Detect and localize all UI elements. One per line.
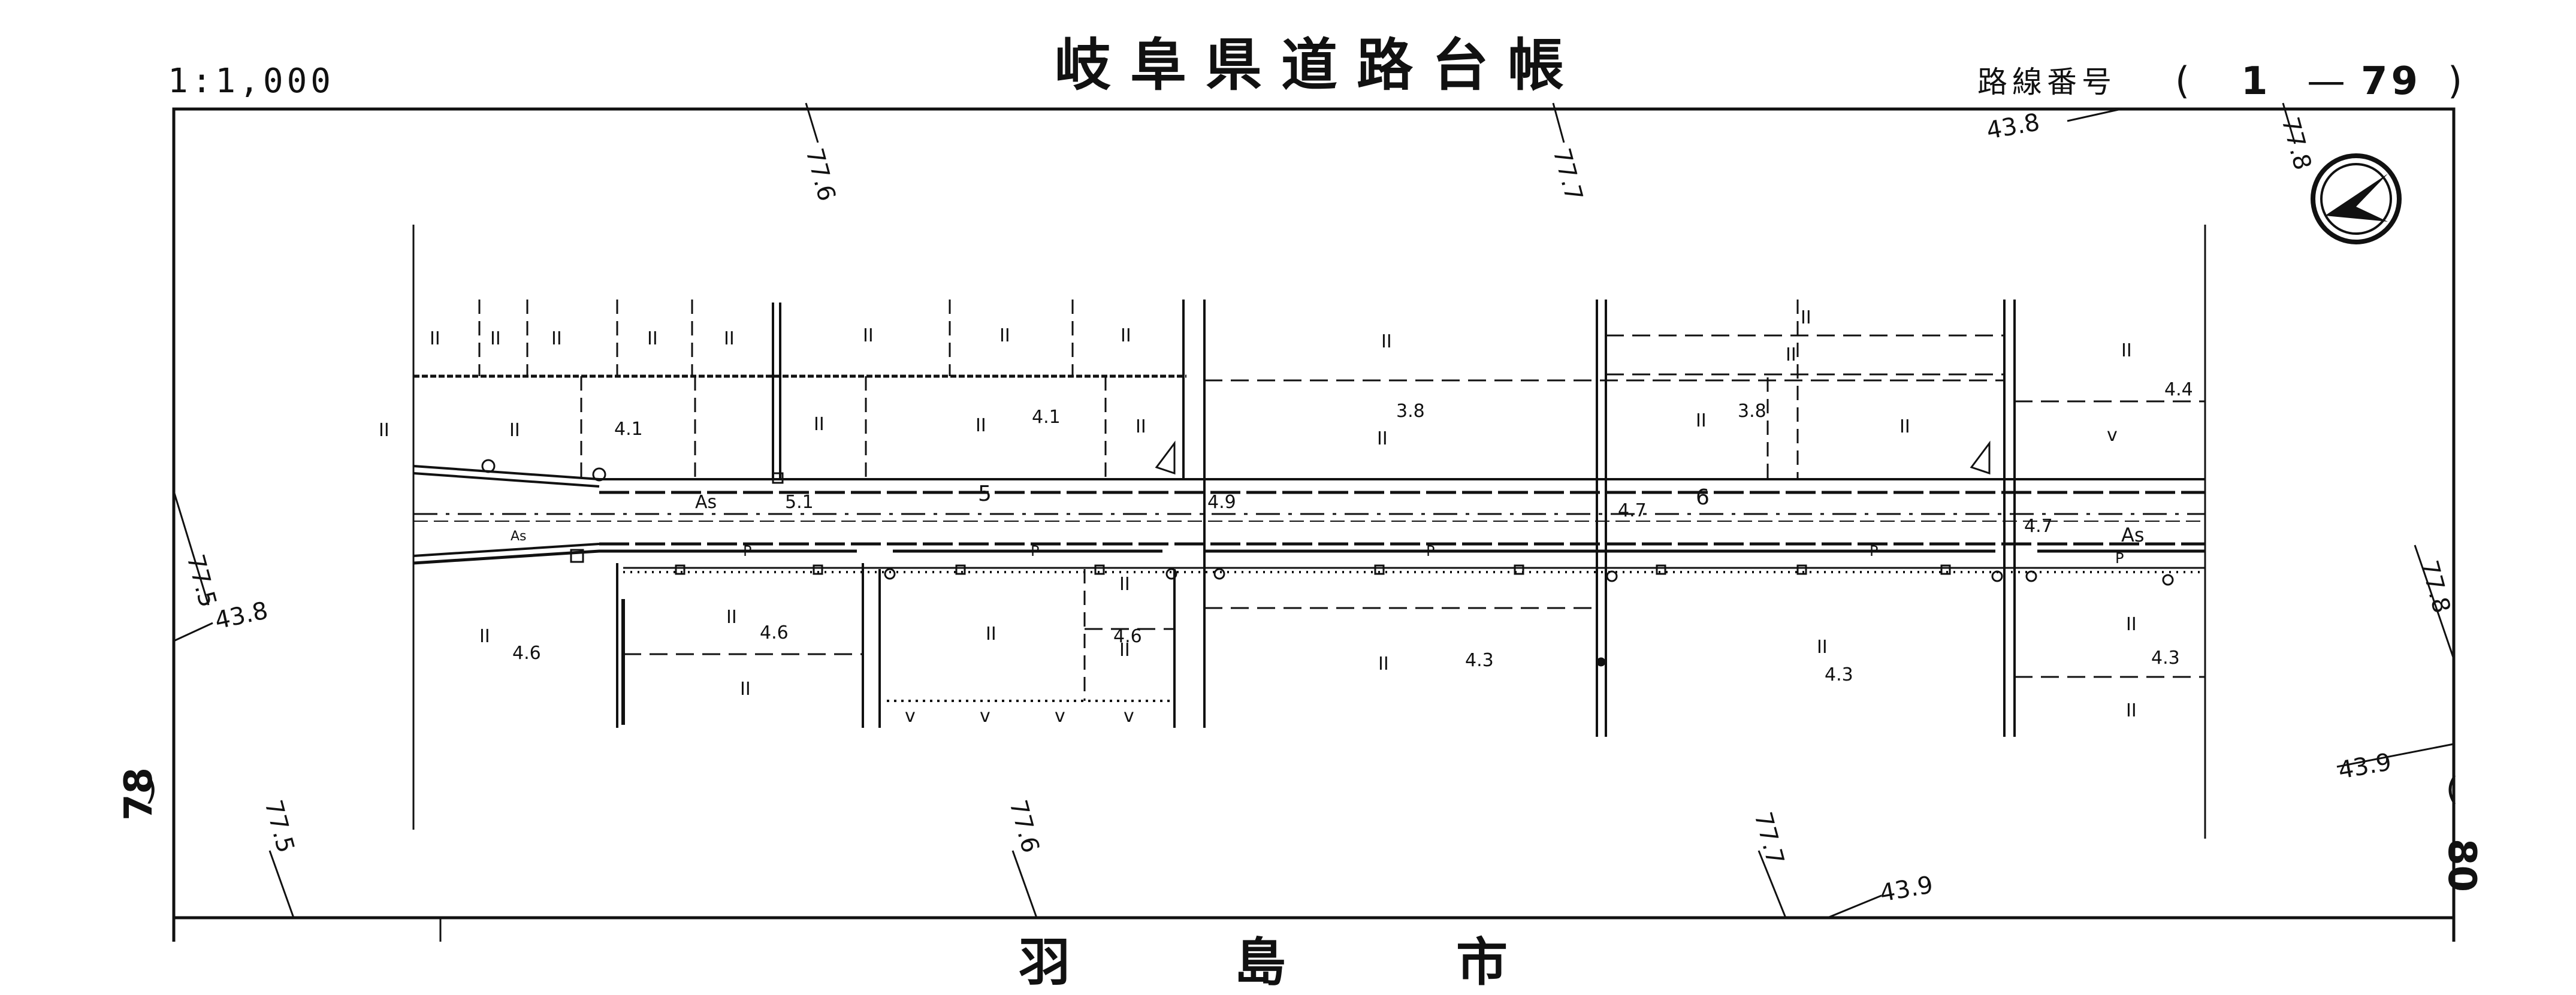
road bbox=[413, 465, 2205, 573]
paddy-symbol: II bbox=[379, 420, 389, 441]
grid-label-77-8-top: 77.8 bbox=[2276, 114, 2316, 173]
paddy-symbol: II bbox=[479, 626, 490, 647]
grid-labels: 77.6 77.7 77.8 43.8 77.5 43.8 77.8 43.9 … bbox=[181, 108, 2455, 908]
paddy-symbol: II bbox=[1378, 654, 1389, 675]
paddy-symbol: II bbox=[1119, 640, 1130, 661]
paddy-symbol: II bbox=[814, 414, 825, 435]
paddy-symbol: II bbox=[1786, 344, 1796, 365]
route-paren-close: ) bbox=[2448, 59, 2463, 102]
field-symbol: v bbox=[1124, 706, 1134, 727]
pole-p-2: P bbox=[1031, 543, 1039, 560]
grid-lines bbox=[173, 102, 2455, 919]
map-scale: 1:1,000 bbox=[168, 62, 335, 101]
elevation-3-8-b: 3.8 bbox=[1738, 401, 1766, 422]
road-edge-north-2 bbox=[413, 472, 600, 488]
grid-label-77-5-bottom: 77.5 bbox=[259, 797, 299, 856]
paddy-symbol: II bbox=[647, 328, 658, 349]
elevation-labels: 4.1 4.1 3.8 3.8 4.4 4.6 4.6 4.6 4.3 4.3 … bbox=[512, 379, 2193, 685]
pavement-as-1: As bbox=[695, 492, 717, 513]
paddy-symbol: II bbox=[1801, 307, 1811, 328]
grid-label-77-7-top: 77.7 bbox=[1547, 146, 1587, 204]
field-symbol: v bbox=[1055, 706, 1065, 727]
grid-label-77-6-bottom: 77.6 bbox=[1004, 797, 1044, 856]
paddy-symbol: II bbox=[1696, 410, 1707, 431]
elevation-4-1-a: 4.1 bbox=[614, 419, 643, 440]
elevation-4-3-c: 4.3 bbox=[2151, 648, 2180, 669]
paddy-symbol: II bbox=[1121, 325, 1131, 346]
route-number-label: 路線番号 bbox=[1977, 65, 2116, 99]
elevation-4-3-b: 4.3 bbox=[1825, 664, 1853, 685]
paddy-symbol: II bbox=[2126, 700, 2137, 721]
paddy-symbol: II bbox=[430, 328, 440, 349]
elevation-4-9: 4.9 bbox=[1207, 492, 1236, 513]
elevation-4-6-b: 4.6 bbox=[760, 622, 789, 643]
utility-marks bbox=[481, 440, 2174, 667]
pole-p-5: P bbox=[2115, 550, 2124, 567]
grid-label-43-8-top: 43.8 bbox=[1985, 108, 2042, 145]
grid-label-77-7-bottom: 77.7 bbox=[1748, 809, 1789, 868]
paddy-symbol: II bbox=[724, 328, 735, 349]
pole-p-3: P bbox=[1426, 543, 1435, 560]
elevation-4-6-a: 4.6 bbox=[512, 643, 541, 664]
road-edge-north bbox=[413, 465, 2205, 480]
paddy-symbol: II bbox=[986, 624, 996, 645]
grid-label-43-9-bottom: 43.9 bbox=[1878, 871, 1935, 908]
compass-arrow-icon bbox=[2311, 153, 2402, 244]
paddy-symbol: II bbox=[1136, 416, 1146, 437]
paddy-symbol: II bbox=[976, 415, 986, 436]
grid-label-77-6-top: 77.6 bbox=[800, 146, 840, 204]
route-number: 79 bbox=[2361, 59, 2422, 104]
grid-label-77-5-left: 77.5 bbox=[181, 552, 221, 610]
paddy-symbol: II bbox=[2126, 614, 2137, 635]
paddy-symbol: II bbox=[551, 328, 562, 349]
route-prefix: 1 bbox=[2241, 59, 2268, 104]
paddy-symbol: II bbox=[2121, 340, 2132, 361]
field-symbol: v bbox=[2107, 425, 2118, 446]
elevation-4-6-c: 4.6 bbox=[1113, 626, 1142, 647]
grid-label-43-9-right: 43.9 bbox=[2336, 748, 2394, 785]
pole-p-1: P bbox=[743, 543, 751, 560]
field-symbol: v bbox=[980, 706, 990, 727]
road-ledger-map: 77.6 77.7 77.8 43.8 77.5 43.8 77.8 43.9 … bbox=[172, 102, 2456, 942]
pavement-as-3: As bbox=[2121, 524, 2145, 546]
elevation-4-7-b: 4.7 bbox=[2024, 516, 2053, 537]
road-labels: As As As 5 6 P P P P P bbox=[511, 482, 2145, 567]
road-edge-south-2 bbox=[413, 543, 600, 557]
paddy-symbol: II bbox=[490, 328, 501, 349]
station-6: 6 bbox=[1696, 485, 1710, 510]
paddy-symbol: II bbox=[726, 607, 737, 628]
sheet-left-paren: ) bbox=[145, 772, 158, 808]
elevation-3-8-a: 3.8 bbox=[1396, 401, 1425, 422]
route-paren-open: ( bbox=[2175, 59, 2190, 102]
paddy-symbol: II bbox=[740, 679, 751, 700]
elevation-4-1-b: 4.1 bbox=[1032, 407, 1061, 428]
paddy-symbol: II bbox=[1817, 637, 1828, 658]
pole-p-4: P bbox=[1870, 543, 1878, 560]
road-edge-south bbox=[413, 549, 2205, 565]
elevation-4-7-a: 4.7 bbox=[1618, 500, 1647, 521]
parcel-lines bbox=[413, 300, 2205, 725]
side-streets bbox=[616, 300, 2016, 737]
paddy-symbol: II bbox=[863, 325, 874, 346]
map-frame bbox=[172, 107, 2456, 942]
grid-label-77-8-right: 77.8 bbox=[2415, 558, 2455, 616]
paddy-symbol: II bbox=[1381, 331, 1392, 352]
station-5: 5 bbox=[978, 482, 992, 506]
paddy-symbol: II bbox=[509, 420, 520, 441]
paddy-symbol: II bbox=[999, 325, 1010, 346]
pavement-as-2: As bbox=[511, 529, 527, 544]
route-dash: — bbox=[2307, 59, 2345, 104]
paddy-symbol: II bbox=[1377, 428, 1388, 449]
map-title: 岐阜県道路台帳 bbox=[1055, 32, 1584, 98]
field-symbol: v bbox=[905, 706, 916, 727]
land-use-symbols: II II II II II II II II II II II II II I… bbox=[379, 307, 2137, 727]
paddy-symbol: II bbox=[1899, 416, 1910, 437]
elevation-4-3-a: 4.3 bbox=[1465, 650, 1494, 671]
elevation-5-1: 5.1 bbox=[785, 492, 814, 513]
paddy-symbol: II bbox=[1119, 574, 1130, 595]
elevation-4-4: 4.4 bbox=[2164, 379, 2193, 400]
